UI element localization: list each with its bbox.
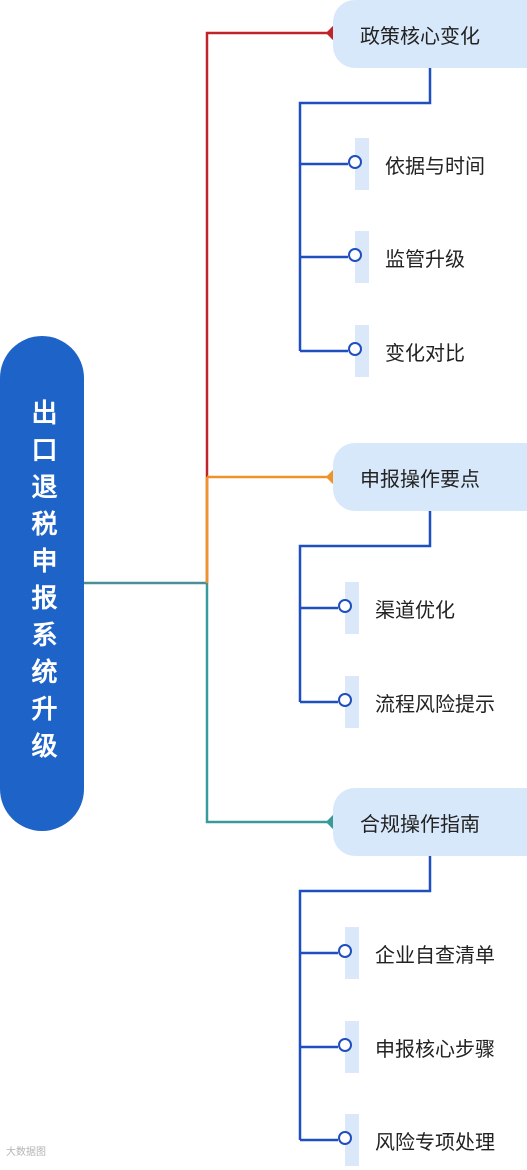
leaf-ring-icon: [338, 693, 352, 707]
leaf-node[interactable]: 申报核心步骤: [338, 1021, 495, 1073]
leaf-marker: [345, 1021, 359, 1073]
leaf-node[interactable]: 渠道优化: [338, 582, 455, 634]
leaf-ring-icon: [338, 1131, 352, 1145]
leaf-label: 流程风险提示: [375, 691, 495, 716]
leaf-connector-group-1: [298, 68, 432, 351]
watermark: 大数据图: [6, 1147, 46, 1158]
leaf-marker: [345, 1114, 359, 1166]
branch-node-operation[interactable]: 申报操作要点: [333, 443, 527, 511]
leaf-connector-group-3: [298, 856, 432, 1140]
branch-title: 合规操作指南: [360, 811, 480, 836]
leaf-ring-icon: [338, 944, 352, 958]
leaf-ring-icon: [348, 248, 362, 262]
branch-connector-1: [205, 31, 333, 583]
leaf-label: 依据与时间: [385, 153, 485, 178]
leaf-label: 渠道优化: [375, 597, 455, 622]
leaf-connector-group-2: [298, 511, 432, 702]
leaf-marker: [355, 325, 369, 377]
leaf-node[interactable]: 风险专项处理: [338, 1114, 495, 1166]
root-node[interactable]: 出口退税申报系统升级: [0, 336, 84, 831]
leaf-ring-icon: [348, 342, 362, 356]
leaf-node[interactable]: 流程风险提示: [338, 676, 495, 728]
leaf-marker: [355, 231, 369, 283]
leaf-node[interactable]: 企业自查清单: [338, 927, 495, 979]
branch-title: 政策核心变化: [360, 23, 480, 48]
leaf-node[interactable]: 依据与时间: [348, 138, 485, 190]
leaf-node[interactable]: 变化对比: [348, 325, 465, 377]
leaf-label: 申报核心步骤: [375, 1036, 495, 1061]
leaf-ring-icon: [348, 155, 362, 169]
branch-node-compliance[interactable]: 合规操作指南: [333, 788, 527, 856]
leaf-ring-icon: [338, 1038, 352, 1052]
leaf-marker: [345, 582, 359, 634]
leaf-marker: [345, 927, 359, 979]
branch-connector-3: [205, 583, 333, 824]
leaf-label: 监管升级: [385, 246, 465, 271]
leaf-label: 风险专项处理: [375, 1129, 495, 1154]
leaf-label: 变化对比: [385, 340, 465, 365]
root-title: 出口退税申报系统升级: [27, 398, 57, 769]
leaf-marker: [345, 676, 359, 728]
leaf-ring-icon: [338, 599, 352, 613]
branch-node-policy[interactable]: 政策核心变化: [333, 0, 527, 68]
leaf-label: 企业自查清单: [375, 942, 495, 967]
leaf-node[interactable]: 监管升级: [348, 231, 465, 283]
branch-title: 申报操作要点: [360, 466, 480, 491]
leaf-marker: [355, 138, 369, 190]
